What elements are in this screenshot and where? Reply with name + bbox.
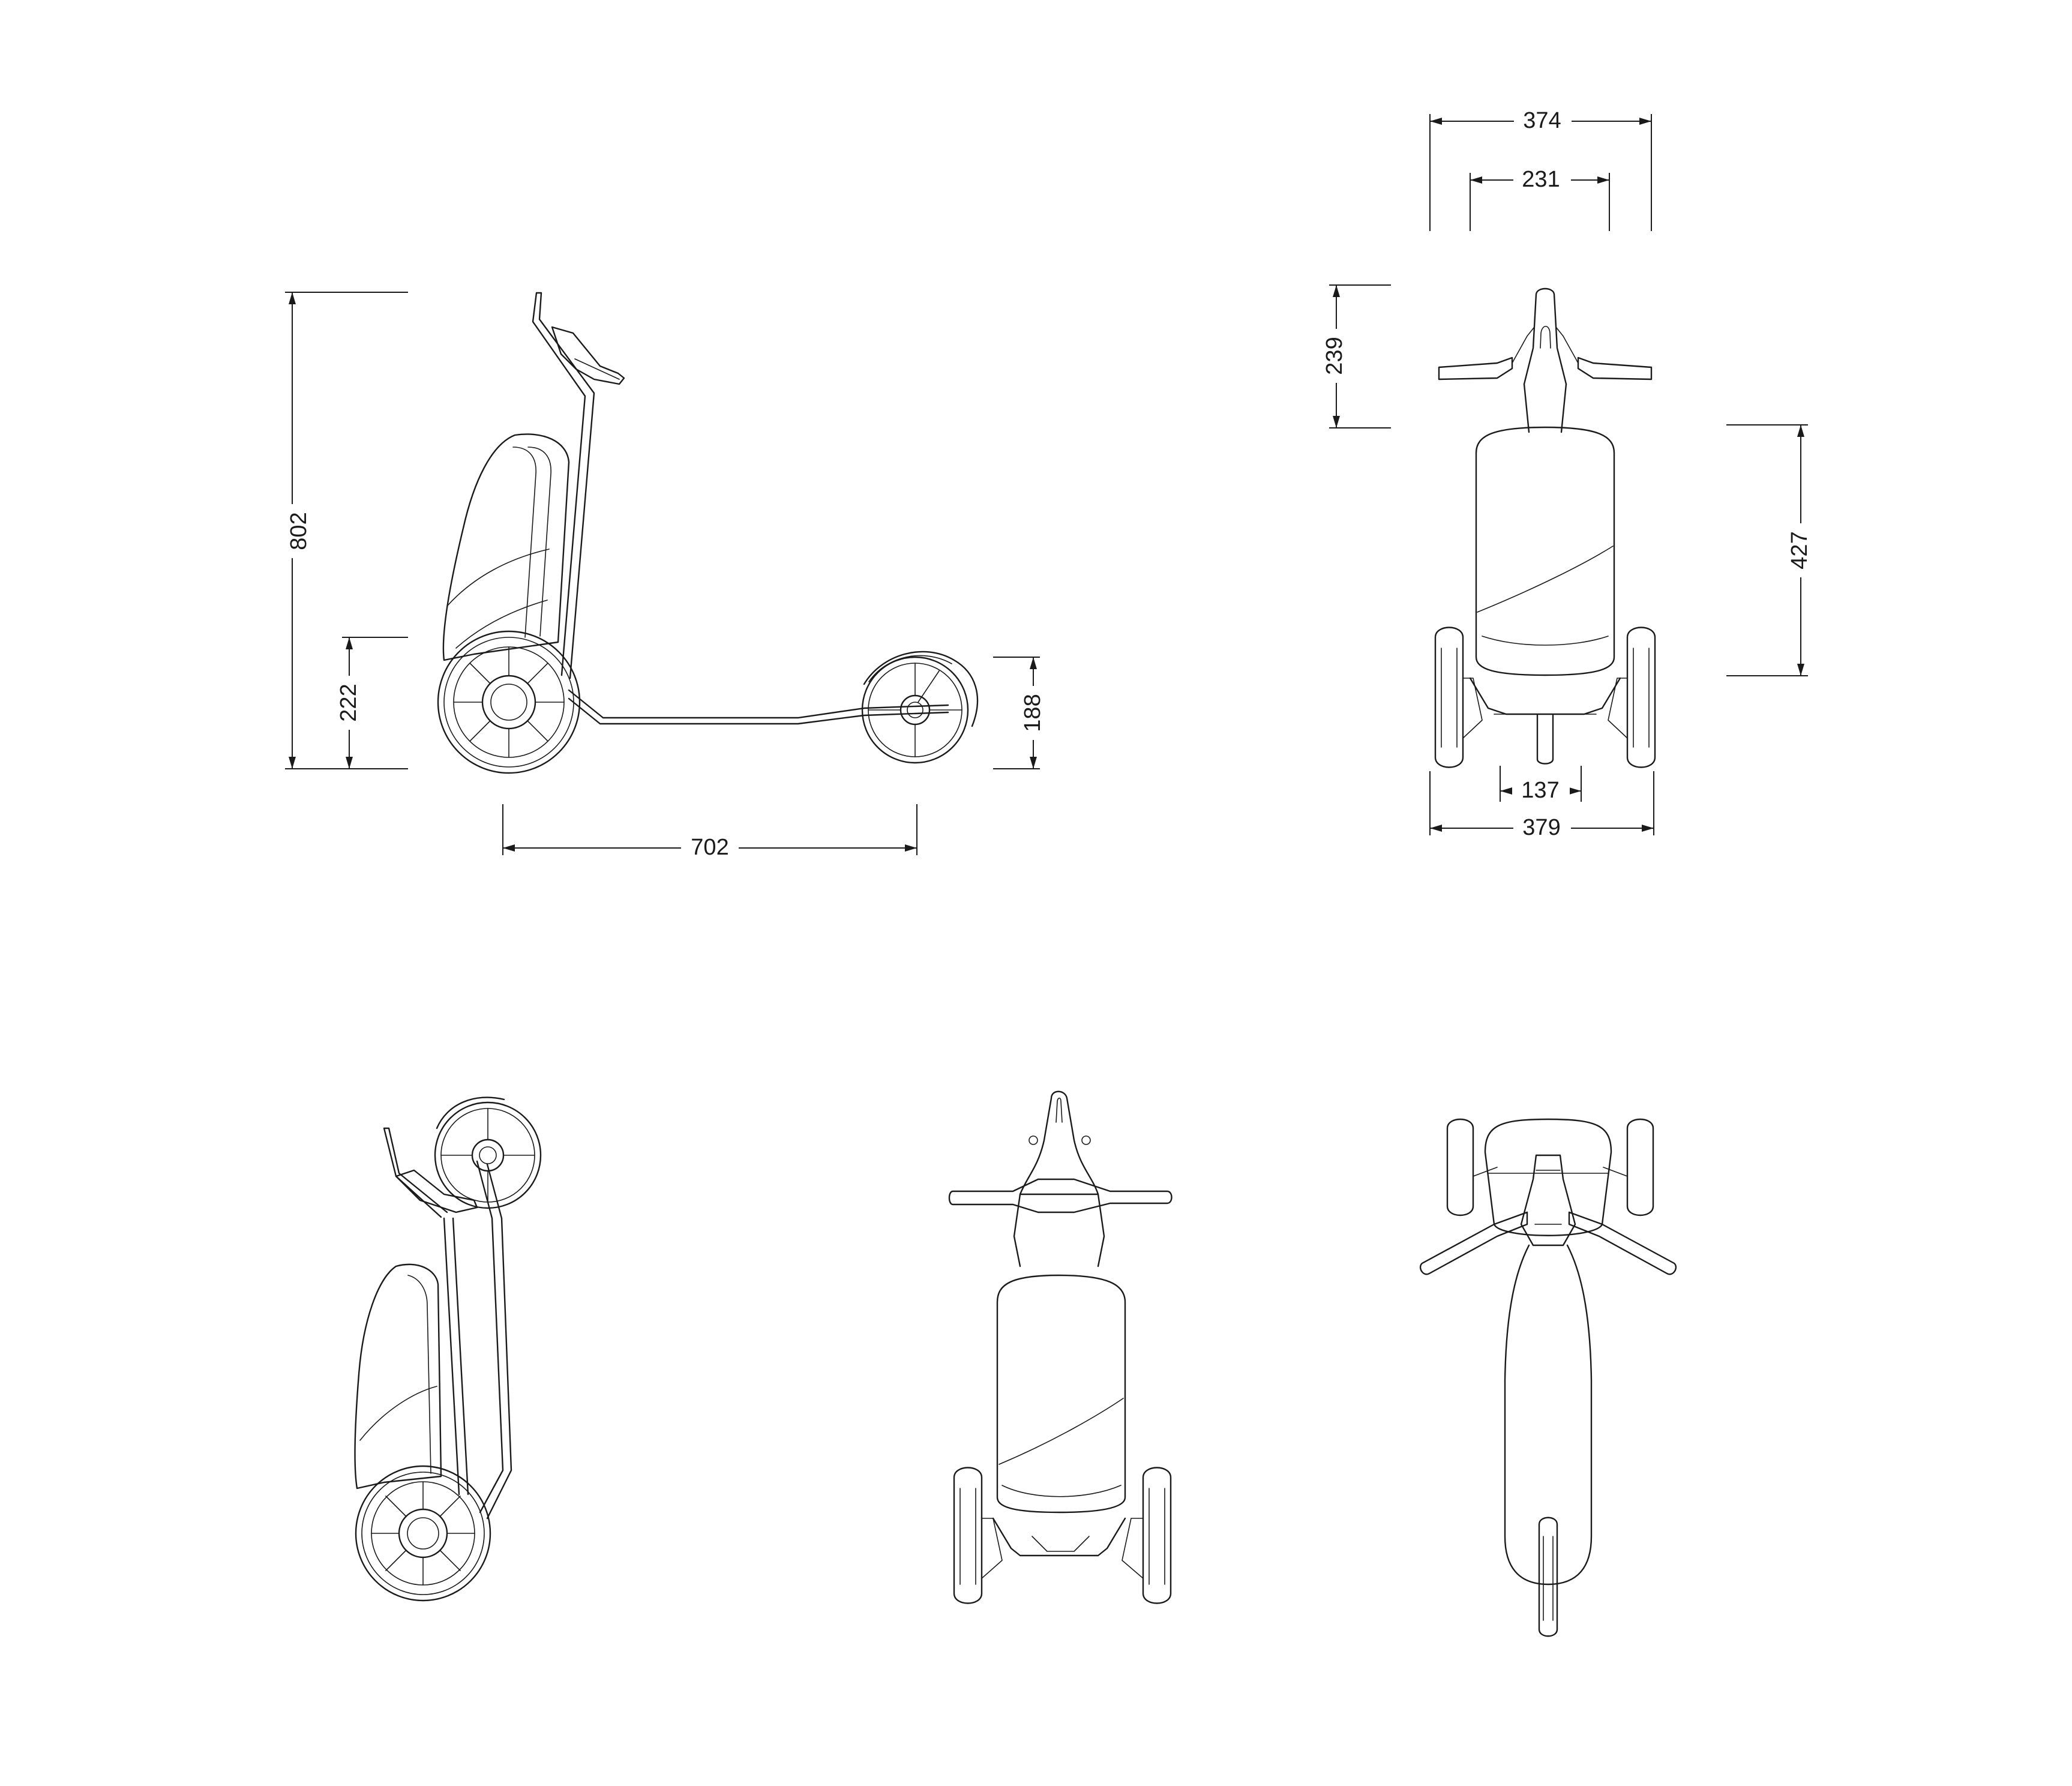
top-deck (1504, 1244, 1593, 1586)
dim-rear-wheel-height: 188 (1020, 694, 1045, 732)
front-battery-seat (1482, 636, 1609, 646)
front-wheel-left (1434, 627, 1464, 768)
side-stem (532, 292, 595, 679)
folded-grip (395, 1169, 478, 1213)
top-rear-wheel (1538, 1517, 1558, 1637)
dim-front-inner-width: 231 (1522, 167, 1560, 192)
front-fork-left (1512, 326, 1535, 364)
side-battery-crease (446, 549, 550, 607)
folded-battery (354, 1263, 442, 1490)
top-view (1419, 1118, 1677, 1637)
rear-battery (996, 1274, 1126, 1514)
dim-length: 702 (691, 835, 728, 860)
rear-handlebar (948, 1178, 1173, 1213)
side-handle-grip (551, 326, 625, 385)
front-battery-diagonal (1477, 546, 1614, 613)
front-battery (1475, 426, 1615, 676)
dim-deck-height: 222 (336, 684, 361, 721)
folded-side-view (354, 1096, 542, 1602)
side-battery-body (442, 433, 570, 661)
top-battery (1484, 1118, 1612, 1236)
dim-front-body-height: 427 (1787, 531, 1812, 569)
front-rear-wheel (1536, 714, 1554, 765)
dim-overall-height: 802 (286, 512, 311, 550)
dim-front-rear-track: 137 (1521, 778, 1559, 803)
rear-view (948, 1090, 1173, 1604)
side-rear-wheel (861, 651, 979, 764)
front-handlebar-right (1577, 356, 1653, 380)
side-battery-crease-2 (455, 600, 548, 649)
side-battery-inner-2 (512, 446, 536, 638)
front-lower-frame (1469, 677, 1621, 715)
front-head (1523, 287, 1567, 385)
top-wheel-left (1446, 1118, 1474, 1216)
dim-front-wheel-track: 379 (1522, 815, 1560, 840)
rear-stem (1013, 1193, 1105, 1267)
front-view (1434, 287, 1656, 768)
folded-stem (383, 1127, 469, 1496)
front-wheel-right (1626, 627, 1656, 768)
side-deck (568, 689, 949, 719)
side-battery-inner (527, 446, 551, 637)
front-head-slot (1540, 325, 1551, 349)
front-fork-right (1555, 326, 1579, 364)
side-handle-detail (574, 358, 620, 380)
rear-wheel-right (1142, 1467, 1172, 1604)
side-dimensions: 802 222 188 702 (276, 292, 1050, 862)
top-wheel-right (1626, 1118, 1654, 1216)
top-handlebar (1419, 1211, 1677, 1275)
front-stem (1523, 383, 1567, 433)
front-fender-left (1462, 678, 1483, 739)
front-dimensions: 374 231 239 427 137 (1320, 108, 1818, 843)
rear-wheel-left (953, 1467, 983, 1604)
folded-deck (476, 1160, 512, 1520)
rear-head (1019, 1090, 1099, 1195)
dim-front-handlebar-height: 239 (1322, 337, 1347, 374)
side-deck-lower (568, 697, 949, 725)
dim-front-overall-width: 374 (1523, 108, 1561, 133)
side-front-wheel (437, 630, 581, 774)
side-view (437, 292, 979, 774)
front-fender-right (1608, 678, 1628, 739)
rear-lower-frame (992, 1517, 1126, 1557)
top-head (1520, 1154, 1576, 1246)
front-handlebar-left (1438, 356, 1513, 380)
